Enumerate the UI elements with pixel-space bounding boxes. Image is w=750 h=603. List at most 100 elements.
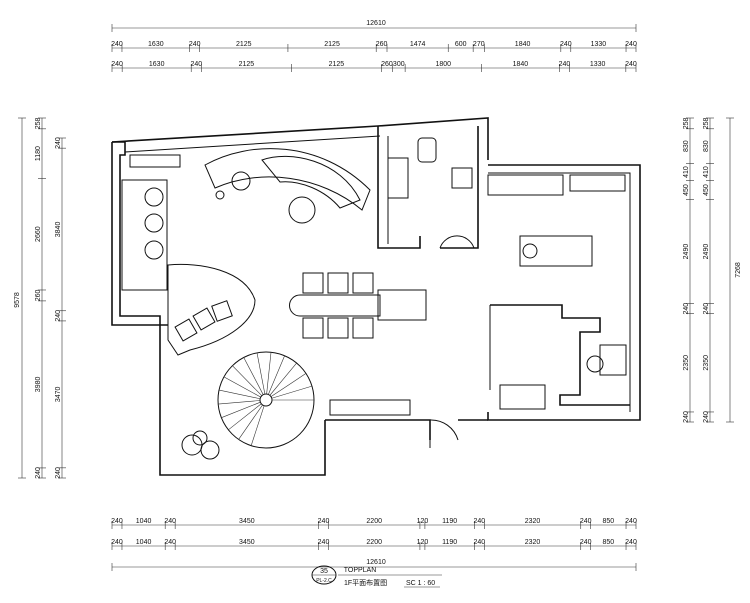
dim-label: 258 [703, 117, 710, 129]
kitchen-sink [599, 344, 627, 376]
dim-label: 260 [381, 61, 393, 68]
right-total-dim: 7268 [735, 262, 742, 278]
dim-label: 2320 [525, 539, 541, 546]
planter [181, 430, 220, 460]
dim-label: 1630 [149, 61, 165, 68]
dim-label: 3840 [55, 222, 62, 238]
dim-label: 850 [603, 539, 615, 546]
low-cabinet [329, 399, 411, 416]
dim-label: 450 [683, 184, 690, 196]
dim-label: 258 [35, 117, 42, 129]
bottom-total-dim: 12610 [366, 559, 386, 566]
dim-label: 240 [703, 303, 710, 315]
dim-label: 240 [111, 61, 123, 68]
dim-label: 240 [164, 518, 176, 525]
dim-label: 240 [55, 467, 62, 479]
dim-label: 240 [111, 41, 123, 48]
bathroom-fixtures [387, 137, 475, 249]
left-total-dim: 9578 [14, 292, 21, 308]
stair-landing [167, 263, 256, 356]
dim-label: 2125 [236, 41, 252, 48]
dim-label: 1040 [136, 518, 152, 525]
dim-label: 240 [559, 61, 571, 68]
bottom-dimensions: 12610 240 1040 240 3450 240 2200 120 1190 240 232… [111, 518, 637, 571]
dim-label: 2490 [683, 244, 690, 260]
tall-cabinet [487, 174, 564, 196]
dim-label: 410 [703, 166, 710, 178]
dim-label: 240 [111, 539, 123, 546]
sofa-area [129, 148, 371, 224]
dim-label: 260 [376, 41, 388, 48]
drawing-number: 35 [320, 568, 328, 575]
dim-label: 240 [625, 518, 637, 525]
sideboard [377, 289, 427, 321]
dining-table [289, 294, 381, 317]
bay-window-seating [121, 179, 168, 291]
dim-label: 3450 [239, 518, 255, 525]
top-dimensions: 12610 240 1630 240 2125 2125 260 1474 600 270 184… [111, 20, 637, 72]
sheet-code: PL-2.C [316, 578, 332, 584]
dim-label: 1630 [148, 41, 164, 48]
dim-label: 1800 [435, 61, 451, 68]
dim-label: 240 [473, 518, 485, 525]
cooktop [499, 384, 546, 410]
dim-label: 2350 [703, 355, 710, 371]
dim-label: 2660 [35, 226, 42, 242]
dim-label: 240 [473, 539, 485, 546]
side-table [215, 190, 225, 200]
dim-label: 410 [683, 166, 690, 178]
drawing-title: 1F平面布置图 [344, 578, 387, 587]
dim-label: 600 [455, 41, 467, 48]
dim-label: 240 [55, 310, 62, 322]
plan-label: TOPPLAN [344, 567, 377, 574]
dim-label: 240 [703, 411, 710, 423]
dim-label: 1840 [515, 41, 531, 48]
cabinet-top-left [129, 154, 181, 168]
dim-label: 2320 [525, 518, 541, 525]
dim-label: 240 [190, 61, 202, 68]
dim-label: 2125 [239, 61, 255, 68]
lounge-chair [231, 171, 251, 191]
dim-label: 3450 [239, 539, 255, 546]
entry-door [429, 419, 459, 448]
spiral-staircase [217, 351, 315, 449]
title-block: 35 PL-2.C TOPPLAN 1F平面布置图 SC 1 : 60 [311, 565, 442, 588]
dim-label: 2350 [683, 355, 690, 371]
dim-label: 1180 [35, 146, 42, 161]
dim-label: 240 [683, 303, 690, 315]
dim-label: 270 [473, 41, 485, 48]
dim-label: 240 [164, 539, 176, 546]
dim-label: 240 [580, 539, 592, 546]
exterior-walls [111, 117, 641, 476]
drawing-scale: SC 1 : 60 [406, 580, 435, 587]
coffee-table [288, 196, 316, 224]
dim-label: 450 [703, 184, 710, 196]
dim-label: 300 [393, 61, 405, 68]
kitchen-island [519, 235, 593, 267]
toilet [417, 137, 437, 163]
dim-label: 1840 [513, 61, 529, 68]
dim-label: 2200 [366, 539, 382, 546]
dim-label: 1190 [442, 539, 457, 546]
dim-label: 240 [189, 41, 201, 48]
dim-label: 120 [417, 539, 429, 546]
dim-label: 120 [417, 518, 429, 525]
dim-label: 2490 [703, 244, 710, 260]
dim-label: 260 [35, 289, 42, 301]
top-total-dim: 12610 [366, 20, 386, 27]
dim-label: 240 [318, 518, 330, 525]
dim-label: 1190 [442, 518, 457, 525]
dim-label: 830 [683, 140, 690, 152]
dim-label: 1474 [410, 41, 426, 48]
dim-label: 240 [111, 518, 123, 525]
